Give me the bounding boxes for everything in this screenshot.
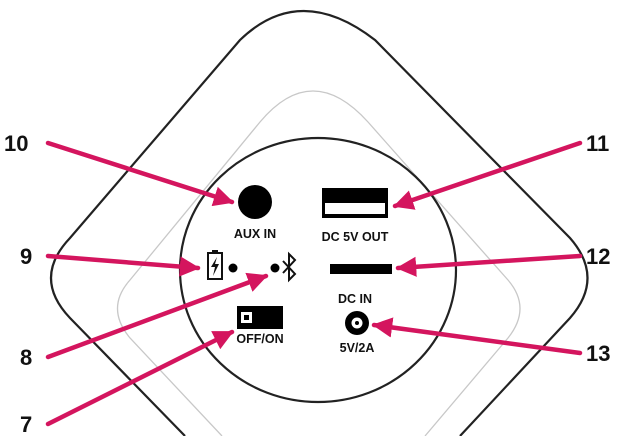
arrow-10	[45, 140, 235, 207]
arrow-8	[45, 272, 269, 360]
callout-number-8: 8	[20, 345, 32, 370]
arrow-13	[371, 317, 583, 356]
callout-number-12: 12	[586, 244, 610, 269]
bluetooth-icon	[282, 251, 297, 283]
speaker-housing-outline	[50, 10, 589, 436]
arrow-11	[392, 140, 583, 210]
arrow-7	[45, 329, 235, 427]
slot	[330, 264, 392, 274]
dc-in-spec-label: 5V/2A	[340, 341, 375, 355]
usb-out-port-insert	[325, 203, 385, 214]
bluetooth-indicator	[270, 263, 280, 273]
arrow-12	[395, 253, 583, 277]
power-switch-knob-center	[244, 315, 249, 320]
callout-number-7: 7	[20, 412, 32, 436]
battery-charging-icon	[207, 250, 223, 280]
dc-in-jack-center	[355, 321, 359, 325]
dc-in-label: DC IN	[338, 292, 372, 306]
charge-indicator	[228, 263, 238, 273]
callout-number-9: 9	[20, 244, 32, 269]
arrow-9	[45, 253, 201, 277]
power-label: OFF/ON	[236, 332, 283, 346]
power-switch	[237, 306, 283, 329]
aux-in-jack	[238, 185, 272, 219]
callout-number-11: 11	[586, 131, 609, 156]
callout-arrows	[45, 140, 583, 427]
dc-out-label: DC 5V OUT	[322, 230, 389, 244]
speaker-inner-edge	[117, 90, 521, 436]
aux-in-label: AUX IN	[234, 227, 276, 241]
callout-number-10: 10	[4, 131, 28, 156]
callout-number-13: 13	[586, 341, 610, 366]
